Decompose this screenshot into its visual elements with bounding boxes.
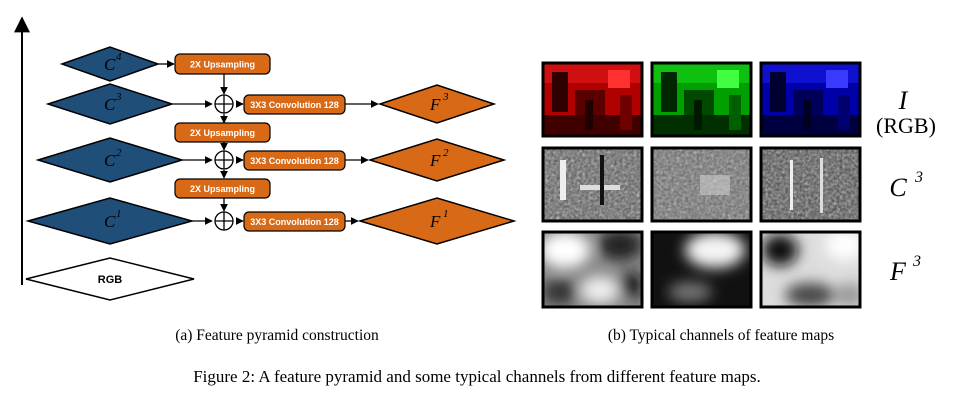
conv-box-1: 3X3 Convolution 128 [243, 94, 346, 115]
lateral-c1-base: C [104, 212, 116, 231]
output-f3-base: F [429, 95, 441, 114]
rgb-input: RGB [25, 257, 195, 301]
output-f1-base: F [429, 212, 441, 231]
output-f2-base: F [429, 151, 441, 170]
image-f3-channel-2 [652, 232, 751, 307]
connectors [158, 60, 379, 225]
feature-map-grid: I (RGB) C 3 F 3 [541, 61, 936, 309]
rgb-input-label: RGB [98, 274, 123, 286]
lateral-c3-sup: 3 [115, 91, 122, 103]
lateral-c3: C 3 [45, 83, 175, 125]
lateral-c4-sup: 4 [116, 51, 122, 63]
image-c3-channel-3 [761, 148, 860, 221]
conv-box-2: 3X3 Convolution 128 [243, 150, 346, 171]
row-label-c3-sup: 3 [914, 169, 923, 186]
lateral-c2-base: C [104, 151, 116, 170]
image-c3-channel-1 [543, 148, 642, 221]
row-label-c3-base: C [889, 173, 907, 202]
upsample-box-3-label: 2X Upsampling [190, 184, 255, 194]
row-label-i: I [898, 86, 909, 115]
output-f3-sup: 3 [442, 91, 449, 103]
subcaption-b: (b) Typical channels of feature maps [608, 327, 834, 344]
conv-box-3-label: 3X3 Convolution 128 [250, 217, 339, 227]
image-f3-channel-3 [761, 232, 860, 307]
sum-node-1 [214, 94, 234, 114]
row-label-i-rgb: I (RGB) [876, 86, 936, 138]
upsample-box-3: 2X Upsampling [174, 178, 271, 199]
row-label-f3: F 3 [889, 253, 921, 286]
row-label-rgb: (RGB) [876, 113, 936, 138]
row-label-f3-base: F [889, 257, 907, 286]
image-blue-channel [761, 63, 860, 136]
image-red-channel [543, 63, 642, 136]
lateral-c1-sup: 1 [116, 208, 122, 220]
lateral-c2-sup: 2 [116, 147, 122, 159]
row-label-c3: C 3 [889, 169, 923, 202]
lateral-c2: C 2 [35, 137, 185, 183]
upsample-box-1: 2X Upsampling [174, 53, 271, 75]
conv-box-1-label: 3X3 Convolution 128 [250, 100, 339, 110]
upsample-box-1-label: 2X Upsampling [190, 60, 255, 70]
sum-node-3 [214, 211, 234, 231]
lateral-c4: C 4 [59, 46, 161, 82]
conv-box-2-label: 3X3 Convolution 128 [250, 156, 339, 166]
sum-node-2 [214, 150, 234, 170]
subcaption-a: (a) Feature pyramid construction [175, 327, 379, 344]
lateral-c1: C 1 [25, 197, 195, 245]
image-c3-channel-2 [652, 148, 751, 221]
feature-pyramid-diagram: C 4 C 3 C 2 C 1 RGB 2X Upsampling [14, 16, 517, 301]
lateral-c4-base: C [104, 55, 116, 74]
output-f3: F 3 [377, 84, 497, 124]
conv-box-3: 3X3 Convolution 128 [243, 211, 346, 232]
upsample-box-2-label: 2X Upsampling [190, 128, 255, 138]
image-f3-channel-1 [543, 232, 642, 307]
upsample-box-2: 2X Upsampling [174, 122, 271, 143]
image-green-channel [652, 63, 751, 136]
figure-caption: Figure 2: A feature pyramid and some typ… [193, 367, 761, 386]
output-f1-sup: 1 [443, 208, 449, 220]
output-f2-sup: 2 [443, 147, 449, 159]
lateral-c3-base: C [104, 95, 116, 114]
output-f2: F 2 [367, 138, 507, 182]
output-f1: F 1 [357, 197, 517, 245]
row-label-f3-sup: 3 [912, 253, 921, 270]
